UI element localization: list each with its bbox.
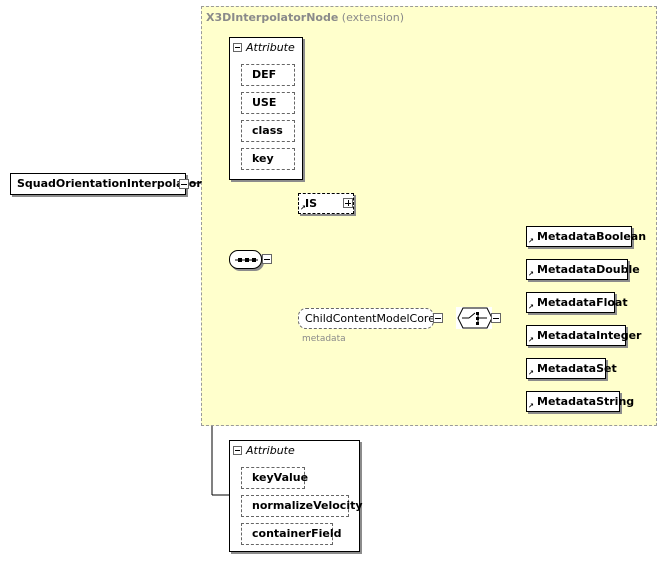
attribute-key[interactable]: key bbox=[241, 148, 295, 170]
element-label: MetadataBoolean bbox=[537, 230, 647, 243]
attribute-class[interactable]: class bbox=[241, 120, 295, 142]
own-attribute-heading[interactable]: Attribute bbox=[233, 444, 295, 457]
reference-arrow-icon: ↗ bbox=[528, 336, 534, 344]
attribute-key-value[interactable]: keyValue bbox=[241, 467, 308, 489]
reference-arrow-icon: ↗ bbox=[528, 369, 534, 377]
element-metadata-double[interactable]: MetadataDouble ↗ bbox=[526, 259, 640, 280]
element-metadata-string[interactable]: MetadataString ↗ bbox=[526, 391, 634, 412]
sequence-collapse-icon[interactable] bbox=[262, 254, 272, 264]
group-collapse-icon[interactable] bbox=[433, 313, 443, 323]
choice-icon bbox=[457, 307, 493, 329]
extension-base: X3DInterpolatorNode bbox=[206, 11, 339, 24]
own-attribute-heading-label: Attribute bbox=[246, 444, 295, 457]
element-label: MetadataFloat bbox=[537, 296, 628, 309]
element-metadata-float[interactable]: MetadataFloat ↗ bbox=[526, 292, 628, 313]
element-metadata-set[interactable]: MetadataSet ↗ bbox=[526, 358, 617, 379]
element-label: MetadataString bbox=[537, 395, 635, 408]
extension-suffix: (extension) bbox=[341, 11, 405, 24]
reference-arrow-icon: ↗ bbox=[300, 204, 306, 212]
attribute-use[interactable]: USE bbox=[241, 92, 295, 114]
element-is[interactable]: IS ↗ bbox=[298, 193, 354, 214]
element-is-label: IS bbox=[305, 197, 318, 210]
attribute-def[interactable]: DEF bbox=[241, 64, 295, 86]
extension-title: X3DInterpolatorNode (extension) bbox=[206, 11, 404, 24]
attribute-container-field[interactable]: containerField bbox=[241, 523, 341, 545]
base-attribute-heading[interactable]: Attribute bbox=[233, 41, 295, 54]
element-label: MetadataSet bbox=[537, 362, 617, 375]
root-element[interactable]: SquadOrientationInterpolator bbox=[10, 173, 202, 195]
attribute-normalize-velocity[interactable]: normalizeVelocity bbox=[241, 495, 363, 517]
reference-arrow-icon: ↗ bbox=[528, 270, 534, 278]
group-ref-label: ChildContentModelCore bbox=[305, 312, 435, 325]
group-ref-sublabel: metadata bbox=[302, 334, 346, 344]
reference-arrow-icon: ↗ bbox=[528, 237, 534, 245]
base-attribute-heading-label: Attribute bbox=[246, 41, 295, 54]
sequence-compositor[interactable] bbox=[229, 250, 262, 269]
element-label: MetadataInteger bbox=[537, 329, 642, 342]
element-metadata-integer[interactable]: MetadataInteger ↗ bbox=[526, 325, 641, 346]
element-metadata-boolean[interactable]: MetadataBoolean ↗ bbox=[526, 226, 646, 247]
reference-arrow-icon: ↗ bbox=[528, 402, 534, 410]
collapse-icon[interactable] bbox=[233, 446, 242, 455]
root-element-label: SquadOrientationInterpolator bbox=[17, 177, 202, 190]
reference-arrow-icon: ↗ bbox=[528, 303, 534, 311]
collapse-icon[interactable] bbox=[233, 43, 242, 52]
expand-icon[interactable] bbox=[343, 198, 353, 208]
group-child-content-model-core[interactable]: ChildContentModelCore bbox=[298, 308, 435, 329]
collapse-icon[interactable] bbox=[179, 179, 189, 189]
sequence-icon bbox=[235, 258, 258, 262]
choice-collapse-icon[interactable] bbox=[491, 313, 501, 323]
element-label: MetadataDouble bbox=[537, 263, 640, 276]
choice-compositor[interactable] bbox=[456, 307, 493, 329]
